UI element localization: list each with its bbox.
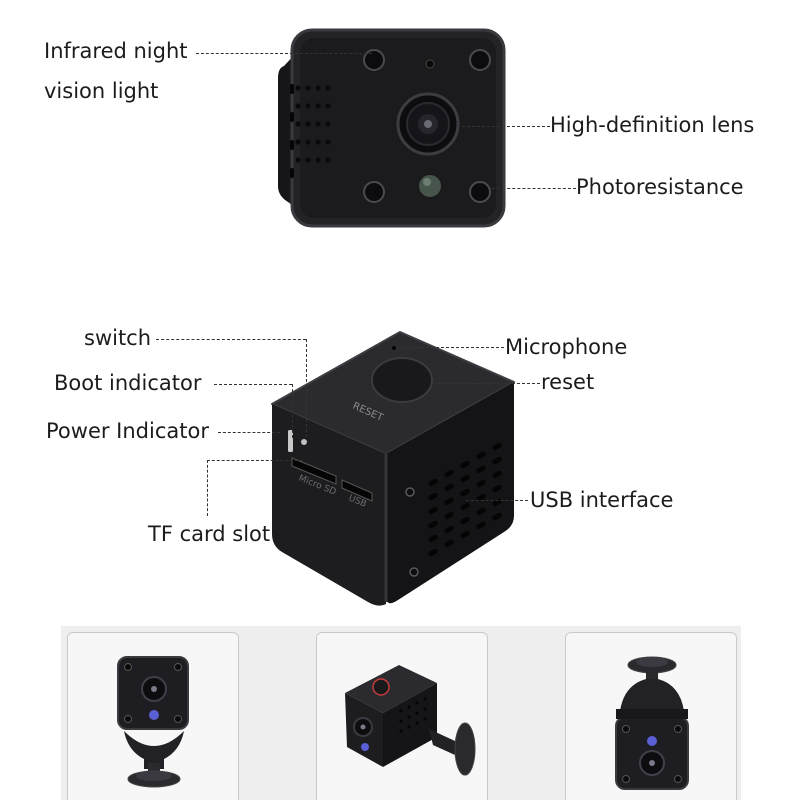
- vent-slot: [444, 483, 454, 492]
- camera-bracket-below-image: [117, 656, 189, 788]
- vent-slot: [428, 534, 438, 543]
- vent-slot: [428, 478, 438, 487]
- lens-leader: [462, 126, 550, 127]
- vent-slot: [476, 479, 486, 488]
- boot-leader-h: [214, 384, 292, 385]
- camera-side-image: RESET Micro SD USB: [271, 331, 515, 606]
- photoresistor-icon: [417, 173, 443, 199]
- vent-slot: [444, 497, 454, 506]
- vent-slot: [492, 442, 502, 451]
- switch-leader-v: [306, 339, 307, 437]
- switch-label: switch: [84, 326, 152, 350]
- thumbnail-mounted-above[interactable]: [565, 632, 737, 800]
- usb-leader: [466, 500, 528, 501]
- vent-slot: [460, 530, 470, 539]
- infrared-label-line1: Infrared night: [44, 39, 188, 63]
- vent-slot: [460, 502, 470, 511]
- infrared-leader: [196, 53, 372, 54]
- tf-leader-h: [207, 460, 303, 461]
- infrared-label-line2: vision light: [44, 79, 159, 103]
- boot-leader-v: [292, 384, 293, 438]
- vent-slot: [444, 539, 454, 548]
- microphone-label: Microphone: [505, 335, 628, 359]
- lens-icon: [396, 92, 460, 156]
- camera-front-image: [278, 28, 506, 228]
- reset-label: reset: [541, 370, 595, 394]
- thumbnail-angled-side[interactable]: [316, 632, 488, 800]
- vent-slot: [492, 470, 502, 479]
- lens-label: High-definition lens: [550, 113, 755, 137]
- vent-slot: [492, 484, 502, 493]
- vent-slot: [476, 465, 486, 474]
- photoresistance-leader: [492, 188, 576, 189]
- vent-slot: [476, 507, 486, 516]
- microphone-leader: [396, 347, 504, 348]
- camera-bracket-above-image: [615, 656, 689, 790]
- vent-slot: [476, 493, 486, 502]
- vent-slot: [428, 506, 438, 515]
- power-leader: [218, 432, 280, 433]
- camera-angled-image: [345, 665, 476, 776]
- reset-leader: [432, 383, 540, 384]
- vent-slot: [444, 511, 454, 520]
- vent-slot: [428, 492, 438, 501]
- screw-icon: [363, 49, 491, 203]
- vent-slot: [460, 474, 470, 483]
- tf-card-slot-label: TF card slot: [148, 522, 271, 546]
- thumbnail-mounted-below[interactable]: [67, 632, 239, 800]
- vent-slot: [444, 469, 454, 478]
- vent-slot: [492, 456, 502, 465]
- switch-leader-h: [156, 339, 306, 340]
- vent-slot: [460, 516, 470, 525]
- power-indicator-label: Power Indicator: [46, 419, 209, 443]
- vent-slot: [428, 548, 438, 557]
- vent-slot: [428, 520, 438, 529]
- vent-slot: [476, 521, 486, 530]
- vent-slot: [492, 512, 502, 521]
- photoresistance-label: Photoresistance: [576, 175, 744, 199]
- boot-indicator-label: Boot indicator: [54, 371, 202, 395]
- vent-slot: [460, 460, 470, 469]
- vent-slot: [476, 451, 486, 460]
- tf-leader-v: [207, 460, 208, 516]
- usb-interface-label: USB interface: [530, 488, 674, 512]
- vent-slot: [444, 525, 454, 534]
- vent-slot: [460, 488, 470, 497]
